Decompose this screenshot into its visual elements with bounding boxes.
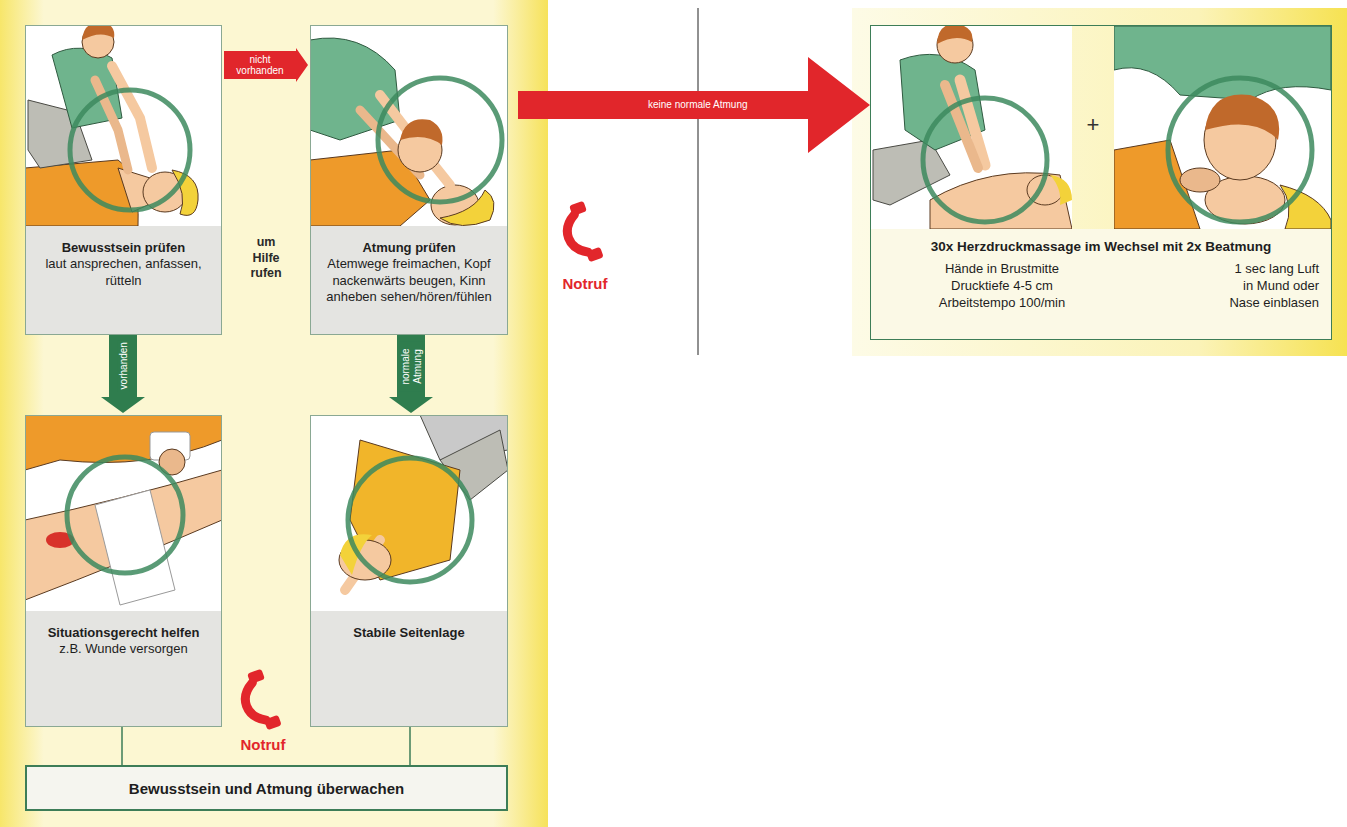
step-box: Bewusstsein prüfenlaut ansprechen, anfas… — [25, 25, 222, 335]
arrow-label: keine normale Atmung — [646, 99, 750, 111]
step-box: Situationsgerecht helfenz.B. Wunde verso… — [25, 415, 222, 727]
flow-arrow — [389, 335, 433, 413]
phone-icon — [236, 669, 281, 734]
cpr-box: 30x Herzdruckmassage im Wechsel mit 2x B… — [870, 25, 1332, 340]
help-note: um Hilfe rufen — [243, 235, 289, 282]
helper-hair — [400, 119, 443, 145]
phone-handle — [240, 683, 266, 725]
arrow-label: normale Atmung — [400, 341, 423, 391]
step-text: Atemwege freimachen, Kopf nackenwärts be… — [317, 256, 501, 305]
recovery-position-picture — [310, 415, 508, 611]
phone-earpiece — [569, 201, 587, 216]
monitor-text: Bewusstsein und Atmung überwachen — [129, 780, 404, 797]
emergency-call: Notruf — [228, 736, 298, 753]
connector-line — [409, 727, 411, 765]
patient-hair — [1050, 175, 1072, 205]
arrow-label: vorhanden — [117, 340, 129, 391]
rescue-breath-picture — [1114, 26, 1331, 229]
check-consciousness-picture — [25, 25, 222, 226]
helper-hair — [82, 25, 114, 40]
step-box: Atmung prüfenAtemwege freimachen, Kopf n… — [310, 25, 508, 335]
phone-earpiece — [247, 669, 265, 684]
focus-ring — [1168, 78, 1312, 222]
check-breathing-picture — [310, 25, 508, 226]
yellow-panel — [852, 8, 1347, 356]
step-text: z.B. Wunde versorgen — [32, 641, 215, 657]
helper-hair — [937, 26, 972, 44]
helper-shirt — [310, 38, 400, 140]
monitor-box: Bewusstsein und Atmung überwachen — [25, 765, 508, 811]
bandage — [95, 490, 175, 605]
picture-ground — [25, 415, 222, 611]
picture-ground — [25, 25, 222, 226]
helper-hand — [1180, 168, 1220, 192]
focus-ring — [923, 98, 1047, 222]
flow-arrow — [518, 57, 870, 153]
helper-hair — [1205, 94, 1279, 140]
breath-text: 1 sec lang Luft in Mund oder Nase einbla… — [1227, 261, 1319, 312]
step-title: Situationsgerecht helfen — [32, 625, 215, 641]
step-title: Bewusstsein prüfen — [32, 240, 215, 256]
plus-sign: + — [1080, 112, 1106, 138]
picture-ground — [310, 25, 508, 226]
flow-arrow — [224, 48, 308, 82]
picture-ground — [871, 26, 1072, 229]
step-text: laut ansprechen, anfassen, rütteln — [32, 256, 215, 289]
phone-mouthpiece — [586, 247, 604, 262]
focus-ring — [378, 78, 502, 202]
divider-line — [698, 8, 699, 355]
phone-icon — [558, 201, 603, 266]
helper-shirt — [1114, 26, 1331, 100]
picture-ground — [1114, 26, 1331, 229]
flow-arrow — [101, 335, 145, 413]
sleeve — [25, 415, 222, 470]
step-box: Stabile Seitenlage — [310, 415, 508, 727]
phone-handle — [562, 215, 588, 257]
chest-compression-picture — [871, 26, 1072, 229]
cpr-title: 30x Herzdruckmassage im Wechsel mit 2x B… — [879, 239, 1323, 256]
emergency-call: Notruf — [550, 275, 620, 292]
focus-ring — [67, 457, 183, 573]
arrow-label: nicht vorhanden — [227, 54, 293, 77]
wound-care-picture — [25, 415, 222, 611]
compression-text: Hände in Brustmitte Drucktiefe 4-5 cm Ar… — [927, 261, 1077, 312]
helper-arm — [112, 66, 152, 168]
step-title: Stabile Seitenlage — [317, 625, 501, 641]
picture-ground — [310, 415, 508, 611]
connector-line — [121, 727, 123, 765]
phone-mouthpiece — [264, 715, 282, 730]
yellow-panel — [0, 0, 548, 827]
step-title: Atmung prüfen — [317, 240, 501, 256]
focus-ring — [348, 458, 472, 582]
focus-ring — [70, 90, 190, 210]
